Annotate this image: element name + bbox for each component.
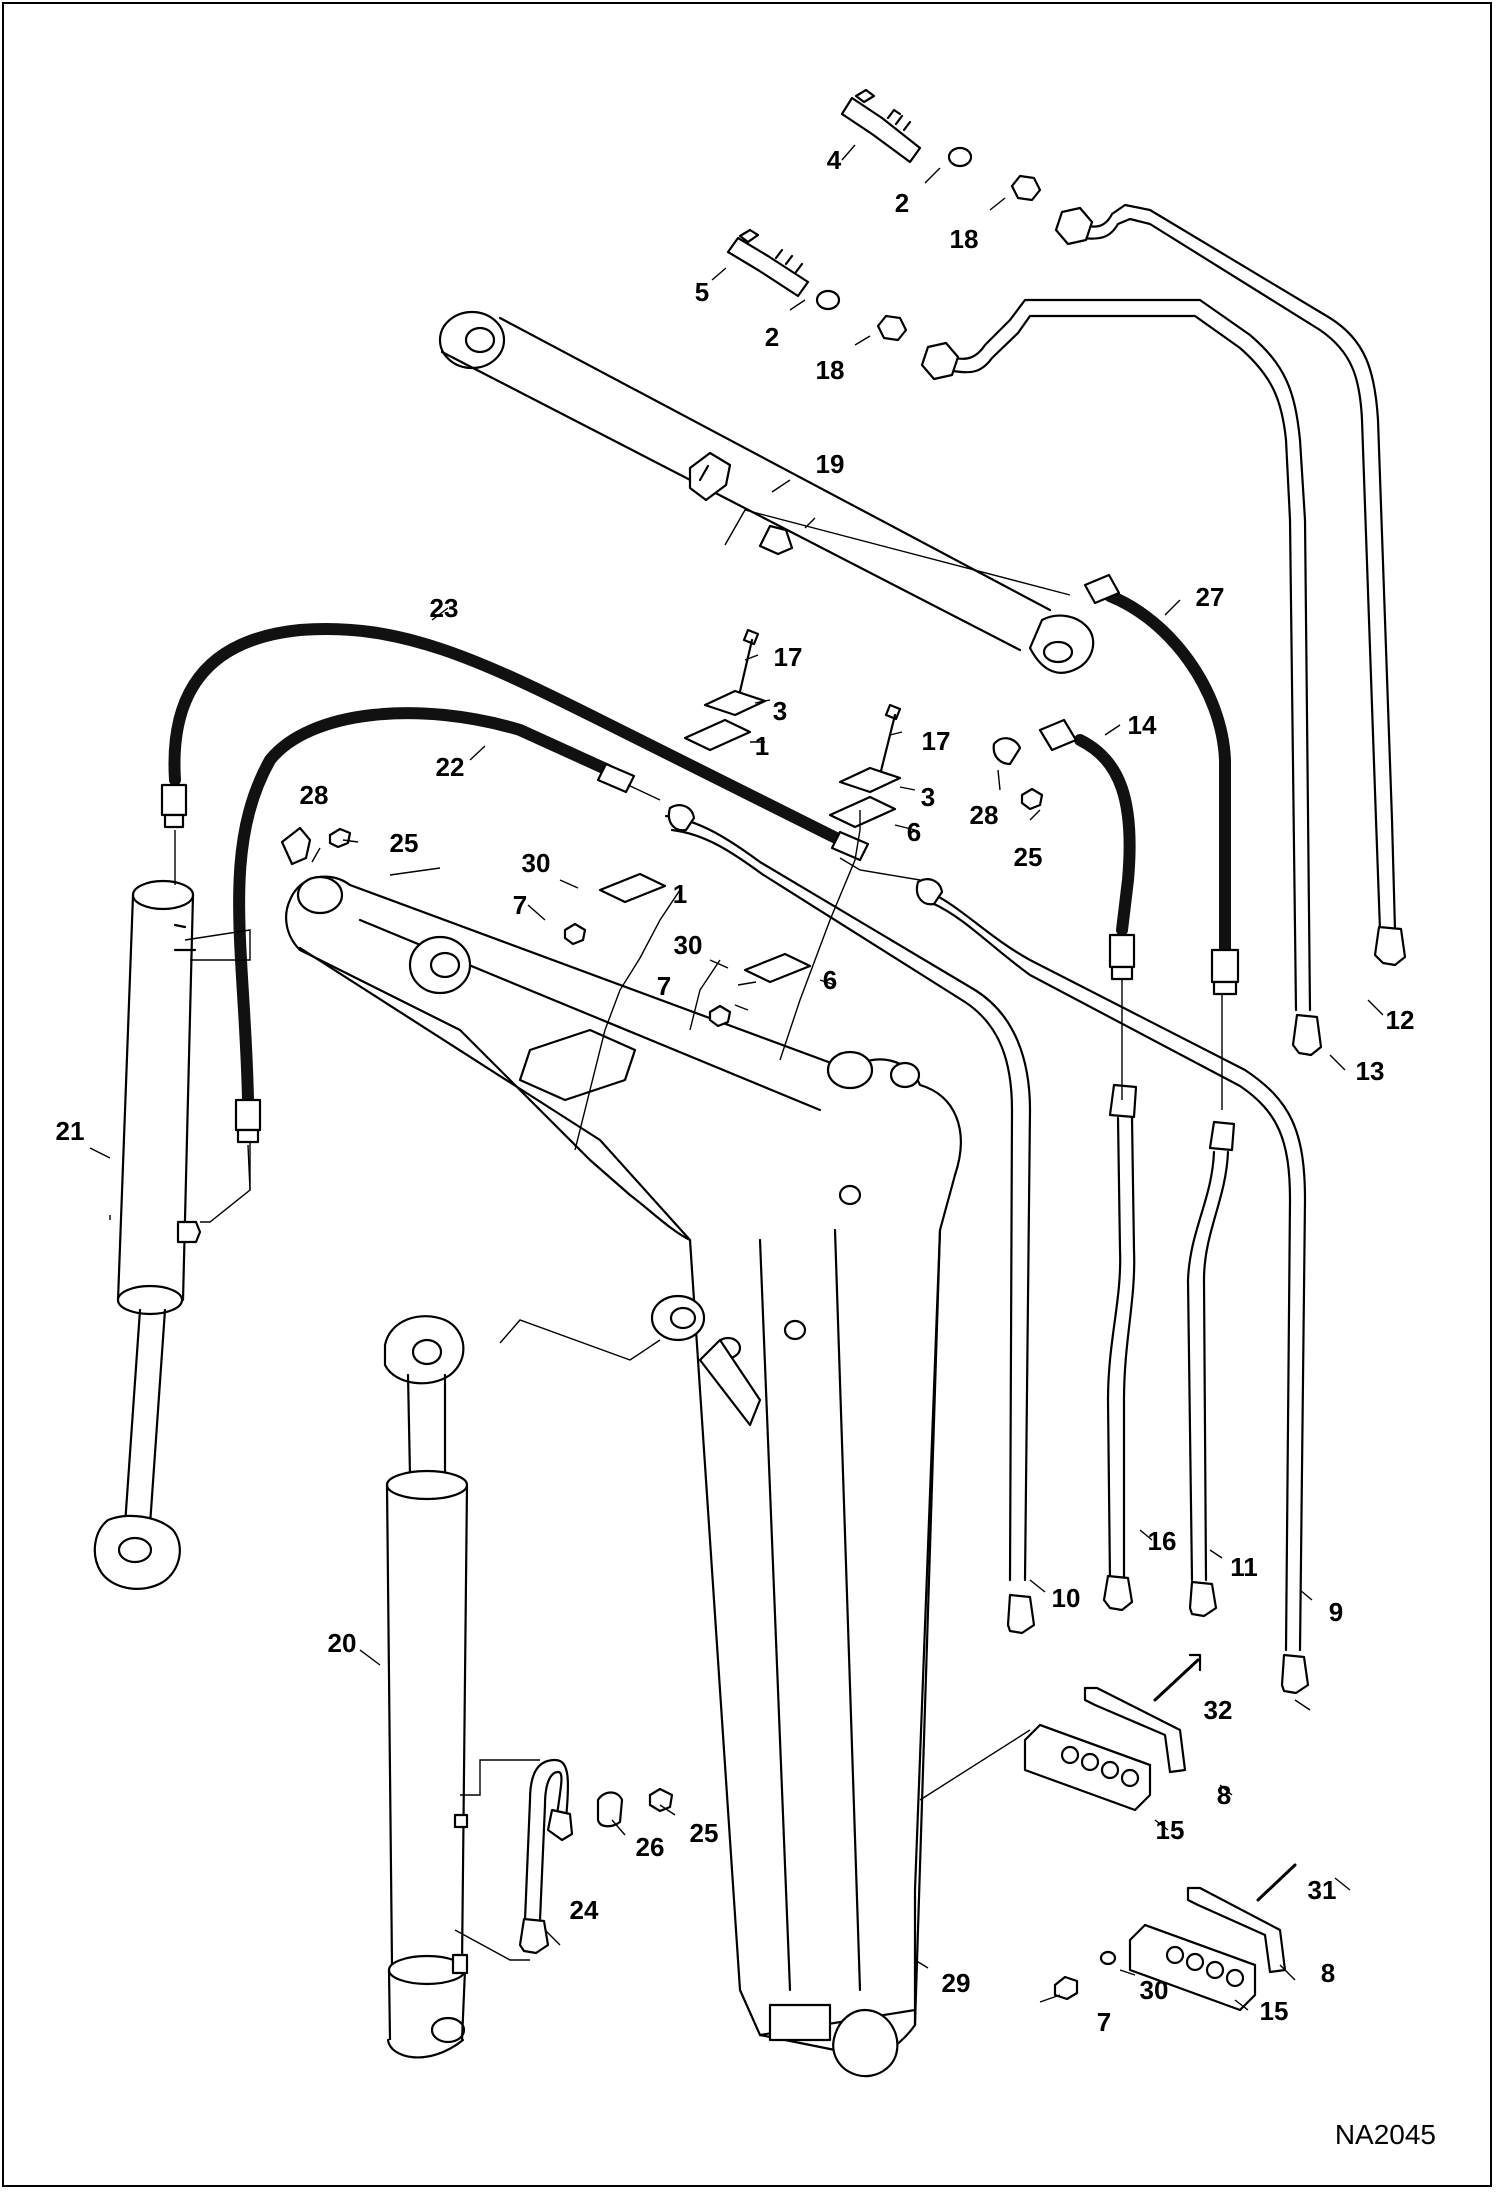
callout-20: 20	[327, 1628, 357, 1658]
clamp-28-a	[280, 826, 312, 866]
callout-32: 32	[1203, 1695, 1233, 1725]
callout-28: 28	[969, 800, 999, 830]
o-ring-2-b	[815, 289, 841, 311]
tube-12	[1054, 203, 1407, 967]
callout-15: 15	[1155, 1815, 1185, 1845]
nut-18-a	[1010, 174, 1042, 202]
callout-7: 7	[1096, 2007, 1112, 2037]
callout-6: 6	[906, 817, 922, 847]
callout-12: 12	[1385, 1005, 1415, 1035]
callout-29: 29	[941, 1968, 971, 1998]
hose-22	[233, 707, 636, 1144]
callout-5: 5	[694, 277, 710, 307]
callout-1: 1	[754, 731, 770, 761]
callout-18: 18	[815, 355, 845, 385]
washer-3-b	[838, 766, 902, 794]
callout-30: 30	[1139, 1975, 1169, 2005]
callout-18: 18	[949, 224, 979, 254]
callout-15: 15	[1259, 1996, 1289, 2026]
callout-14: 14	[1127, 710, 1157, 740]
clamp-assembly-upper	[1023, 1653, 1202, 1812]
callout-22: 22	[435, 752, 465, 782]
callout-31: 31	[1307, 1875, 1337, 1905]
callout-19: 19	[815, 449, 845, 479]
arm-29	[285, 875, 962, 2078]
callout-13: 13	[1355, 1056, 1385, 1086]
callout-4: 4	[826, 145, 842, 175]
callout-8: 8	[1216, 1780, 1232, 1810]
callout-3: 3	[772, 696, 788, 726]
callout-10: 10	[1051, 1583, 1081, 1613]
callout-17: 17	[921, 726, 951, 756]
callout-2: 2	[764, 322, 780, 352]
callout-27: 27	[1195, 582, 1225, 612]
drawing-code: NA2045	[1334, 2119, 1436, 2150]
callout-30: 30	[521, 848, 551, 878]
cylinder-19	[438, 310, 1095, 674]
hose-23	[160, 623, 870, 862]
plate-6-a	[828, 795, 897, 829]
callout-8: 8	[1320, 1958, 1336, 1988]
plate-30-a	[598, 872, 667, 904]
callout-7: 7	[512, 890, 528, 920]
tube-11	[1186, 1120, 1236, 1618]
fitting-4	[840, 88, 922, 164]
callout-25: 25	[389, 828, 419, 858]
nut-7-b	[1053, 1975, 1079, 2001]
cylinder-21	[93, 879, 202, 1590]
nut-7-b-upper	[708, 1004, 732, 1028]
washer-30-b	[1099, 1950, 1117, 1966]
tube-10	[664, 804, 1036, 1635]
tube-9	[915, 878, 1310, 1695]
cylinder-20	[383, 1315, 469, 2059]
callout-23: 23	[429, 593, 459, 623]
callout-1: 1	[672, 879, 688, 909]
callout-2: 2	[894, 188, 910, 218]
callout-25: 25	[1013, 842, 1043, 872]
callout-6: 6	[822, 965, 838, 995]
plate-30-b	[743, 952, 812, 984]
callout-16: 16	[1147, 1526, 1177, 1556]
callout-28: 28	[299, 780, 329, 810]
callout-11: 11	[1230, 1552, 1258, 1582]
callout-21: 21	[55, 1116, 85, 1146]
tube-24	[518, 1758, 574, 1955]
plate-1-a	[683, 718, 752, 752]
callout-30: 30	[673, 930, 703, 960]
nut-7-a	[563, 922, 587, 946]
fitting-5	[726, 228, 810, 298]
callout-3: 3	[920, 782, 936, 812]
bolt-17-b	[878, 703, 902, 777]
callout-7: 7	[656, 971, 672, 1001]
hose-routing-lines	[174, 784, 1223, 1191]
leader-lines	[89, 144, 1384, 2011]
nut-18-b	[876, 314, 908, 342]
bolt-25-a	[328, 827, 352, 849]
callout-9: 9	[1328, 1597, 1344, 1627]
clamp-assembly-lower	[1128, 1863, 1297, 2012]
callout-17: 17	[773, 642, 803, 672]
callout-24: 24	[569, 1895, 599, 1925]
tube-13	[920, 298, 1323, 1057]
hose-27	[1083, 573, 1240, 996]
bolt-17-a	[736, 628, 760, 702]
callout-25: 25	[689, 1818, 719, 1848]
fitting-26	[596, 1791, 624, 1828]
tube-16	[1102, 1083, 1138, 1612]
bolt-25-c	[648, 1787, 674, 1813]
hose-14	[992, 718, 1136, 981]
o-ring-2-a	[947, 146, 973, 168]
callout-26: 26	[635, 1832, 665, 1862]
